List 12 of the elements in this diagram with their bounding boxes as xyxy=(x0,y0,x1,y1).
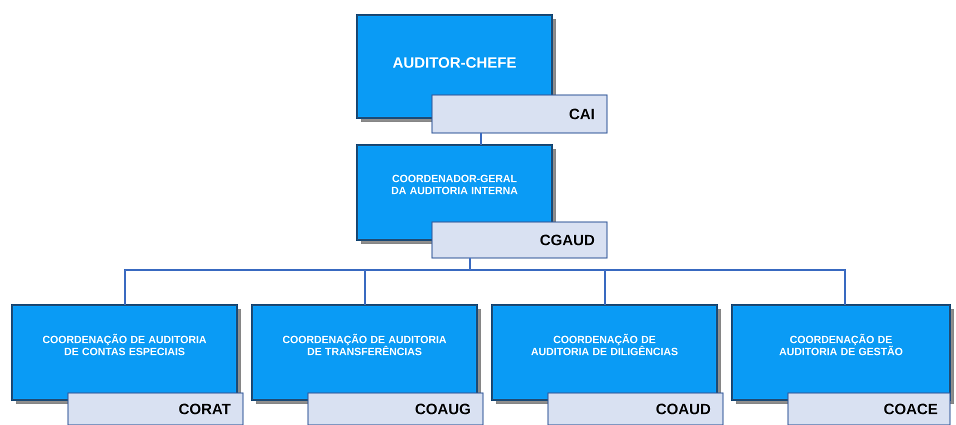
org-box: COORDENAÇÃO DE AUDITORIA DE GESTÃO xyxy=(731,304,954,404)
org-box: COORDENAÇÃO DE AUDITORIA DE CONTAS ESPECIAIS xyxy=(11,304,241,404)
connector-line xyxy=(469,258,846,305)
code-tag: CORAT xyxy=(68,392,244,425)
code-tag: CAI xyxy=(432,94,608,134)
code-tag: COACE xyxy=(788,392,950,425)
code-tag: COAUG xyxy=(308,392,484,425)
connector-line xyxy=(480,133,482,145)
code-tag: COAUD xyxy=(548,392,724,425)
code-tag: CGAUD xyxy=(432,222,608,258)
org-box: COORDENAÇÃO DE AUDITORIA DE TRANSFERÊNCIAS xyxy=(251,304,481,404)
org-box: COORDENAÇÃO DE AUDITORIA DE DILIGÊNCIAS xyxy=(491,304,721,404)
